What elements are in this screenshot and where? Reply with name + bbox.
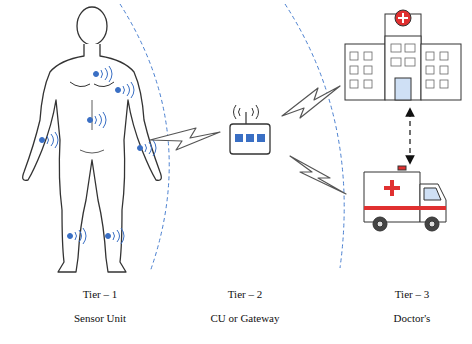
link-arrow [409,112,410,160]
tier-name: Doctor's [394,312,431,325]
hospital [345,10,461,100]
tier-boundary [285,4,344,268]
gateway-device [230,105,270,154]
sensor [40,66,157,244]
human-figure [23,7,162,272]
wireless-link [150,86,346,194]
ambulance [364,166,446,231]
tier-name: Sensor Unit [74,312,126,325]
tier-label: Tier – 1 [83,288,117,301]
tier-label: Tier – 2 [228,288,262,301]
tier-name: CU or Gateway [210,312,279,325]
tier-label: Tier – 3 [395,288,429,301]
